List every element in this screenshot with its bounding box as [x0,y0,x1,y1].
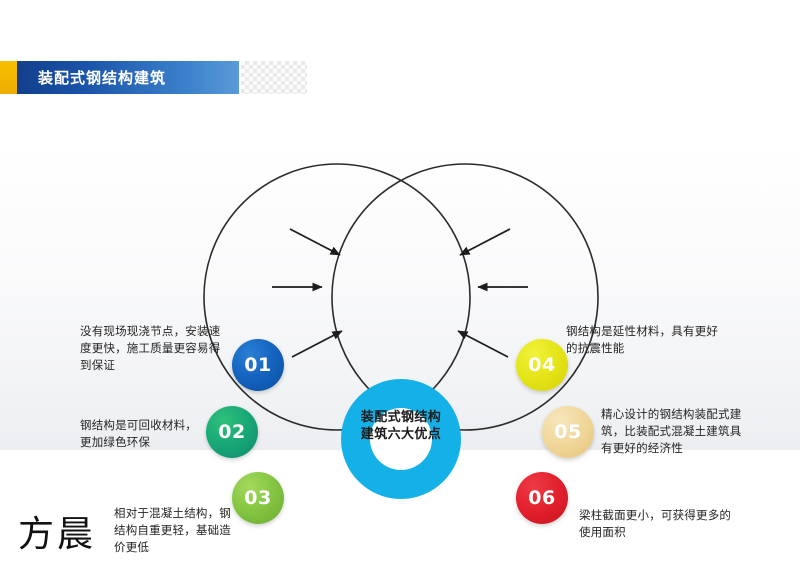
bubble-05-number: 05 [554,421,582,443]
caption-05: 精心设计的钢结构装配式建筑，比装配式混凝土建筑具有更好的经济性 [601,407,742,455]
title-plate: 装配式钢结构建筑 [17,61,239,94]
center-hub [341,379,461,499]
caption-04: 钢结构是延性材料，具有更好的抗震性能 [566,324,719,355]
bubble-05[interactable]: 05 [542,406,594,458]
bubble-06-number: 06 [528,487,556,509]
bubble-01[interactable]: 01 [232,339,284,391]
diagram-stage: 装配式钢结构 建筑六大优点 01 02 03 04 05 06 没有现场现浇节点… [0,145,800,554]
bubble-01-number: 01 [244,354,272,376]
title-accent-bar [0,61,17,94]
bubble-04-number: 04 [528,354,556,376]
diagram-lines [203,163,599,431]
center-hub-label-line2: 建筑六大优点 [360,427,442,442]
page-title: 装配式钢结构建筑 [38,69,167,87]
venn-circle-right [331,163,599,431]
center-hub-label: 装配式钢结构 建筑六大优点 [331,409,471,443]
bubble-02[interactable]: 02 [206,406,258,458]
bubble-02-number: 02 [218,421,246,443]
bubble-03-number: 03 [244,487,272,509]
arrow-03-to-center [291,330,343,358]
bubble-03[interactable]: 03 [232,472,284,524]
arrow-06-to-center [457,330,509,358]
arrow-04-to-center [459,228,511,256]
caption-02: 钢结构是可回收材料，更加绿色环保 [80,418,197,449]
center-hub-inner [370,408,432,470]
bubble-06[interactable]: 06 [516,472,568,524]
caption-03: 相对于混凝土结构，钢结构自重更轻，基础造价更低 [114,506,231,554]
arrow-01-to-center [289,228,341,256]
venn-circle-left [203,163,471,431]
center-hub-label-line1: 装配式钢结构 [360,410,442,425]
slide-title-bar: 装配式钢结构建筑 [0,61,307,94]
caption-06: 梁柱截面更小，可获得更多的使用面积 [579,508,732,539]
bubble-04[interactable]: 04 [516,339,568,391]
title-dot-pattern-icon [241,61,307,94]
caption-01: 没有现场现浇节点，安装速度更快，施工质量更容易得到保证 [80,324,221,372]
watermark-text: 方晨 [18,514,97,555]
